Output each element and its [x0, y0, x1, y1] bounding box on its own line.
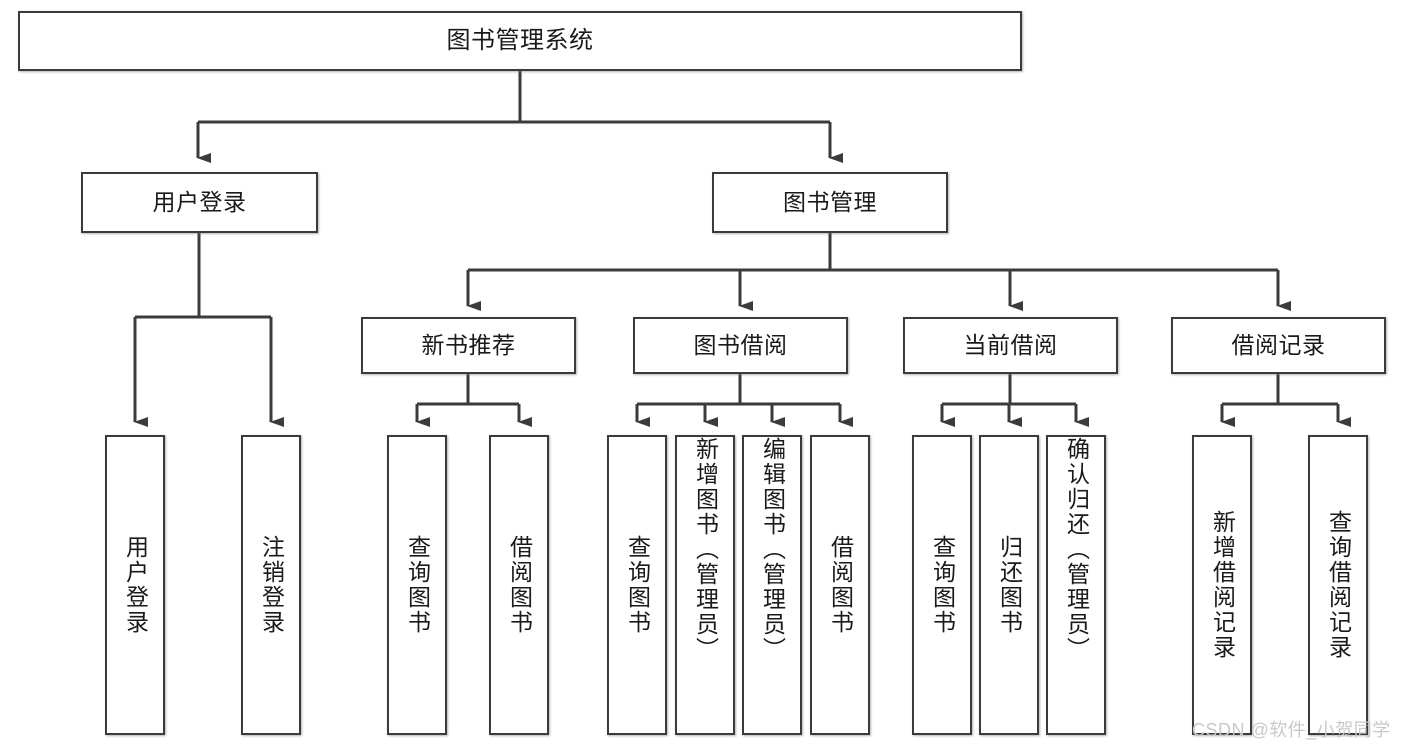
csdn-watermark: CSDN @软件_小贺同学	[1192, 720, 1391, 740]
leaf-user-login-signout[interactable]: 注销登录	[241, 435, 301, 735]
node-borrow-record[interactable]: 借阅记录	[1171, 317, 1386, 374]
node-book-borrow[interactable]: 图书借阅	[633, 317, 848, 374]
leaf-user-login-signin[interactable]: 用户登录	[105, 435, 165, 735]
leaf-user-login-signout-label: 注销登录	[258, 535, 285, 635]
node-new-book-recommend[interactable]: 新书推荐	[361, 317, 576, 374]
node-current-borrow[interactable]: 当前借阅	[903, 317, 1118, 374]
node-current-borrow-label: 当前借阅	[963, 331, 1058, 358]
node-book-management[interactable]: 图书管理	[712, 172, 948, 233]
node-root-system-label: 图书管理系统	[446, 26, 594, 54]
node-book-borrow-label: 图书借阅	[693, 331, 788, 358]
leaf-borrow-add-book[interactable]: 新增图书（管理员）	[675, 435, 735, 735]
node-book-management-label: 图书管理	[783, 188, 877, 215]
leaf-borrow-borrow-book[interactable]: 借阅图书	[810, 435, 870, 735]
leaf-newbook-borrow-book-label: 借阅图书	[506, 535, 533, 635]
leaf-borrow-edit-book[interactable]: 编辑图书（管理员）	[742, 435, 802, 735]
node-user-login[interactable]: 用户登录	[81, 172, 318, 233]
leaf-current-confirm-return[interactable]: 确认归还（管理员）	[1046, 435, 1106, 735]
leaf-record-add-record[interactable]: 新增借阅记录	[1192, 435, 1252, 735]
leaf-borrow-borrow-book-label: 借阅图书	[827, 535, 854, 635]
leaf-borrow-query-book[interactable]: 查询图书	[607, 435, 667, 735]
leaf-current-return-book[interactable]: 归还图书	[979, 435, 1039, 735]
leaf-record-query-record-label: 查询借阅记录	[1325, 510, 1352, 660]
leaf-current-confirm-return-label: 确认归还（管理员）	[1063, 437, 1090, 662]
node-new-book-recommend-label: 新书推荐	[421, 331, 516, 358]
leaf-user-login-signin-label: 用户登录	[122, 535, 149, 635]
node-user-login-label: 用户登录	[152, 188, 247, 215]
leaf-borrow-query-book-label: 查询图书	[624, 535, 651, 635]
leaf-newbook-query-book-label: 查询图书	[404, 535, 431, 635]
node-root-system[interactable]: 图书管理系统	[18, 11, 1022, 71]
leaf-newbook-borrow-book[interactable]: 借阅图书	[489, 435, 549, 735]
leaf-record-add-record-label: 新增借阅记录	[1209, 510, 1236, 660]
leaf-current-query-book[interactable]: 查询图书	[912, 435, 972, 735]
leaf-record-query-record[interactable]: 查询借阅记录	[1308, 435, 1368, 735]
node-borrow-record-label: 借阅记录	[1231, 331, 1326, 358]
leaf-borrow-edit-book-label: 编辑图书（管理员）	[759, 437, 786, 662]
leaf-current-return-book-label: 归还图书	[996, 535, 1023, 635]
leaf-borrow-add-book-label: 新增图书（管理员）	[692, 437, 719, 662]
leaf-newbook-query-book[interactable]: 查询图书	[387, 435, 447, 735]
leaf-current-query-book-label: 查询图书	[929, 535, 956, 635]
